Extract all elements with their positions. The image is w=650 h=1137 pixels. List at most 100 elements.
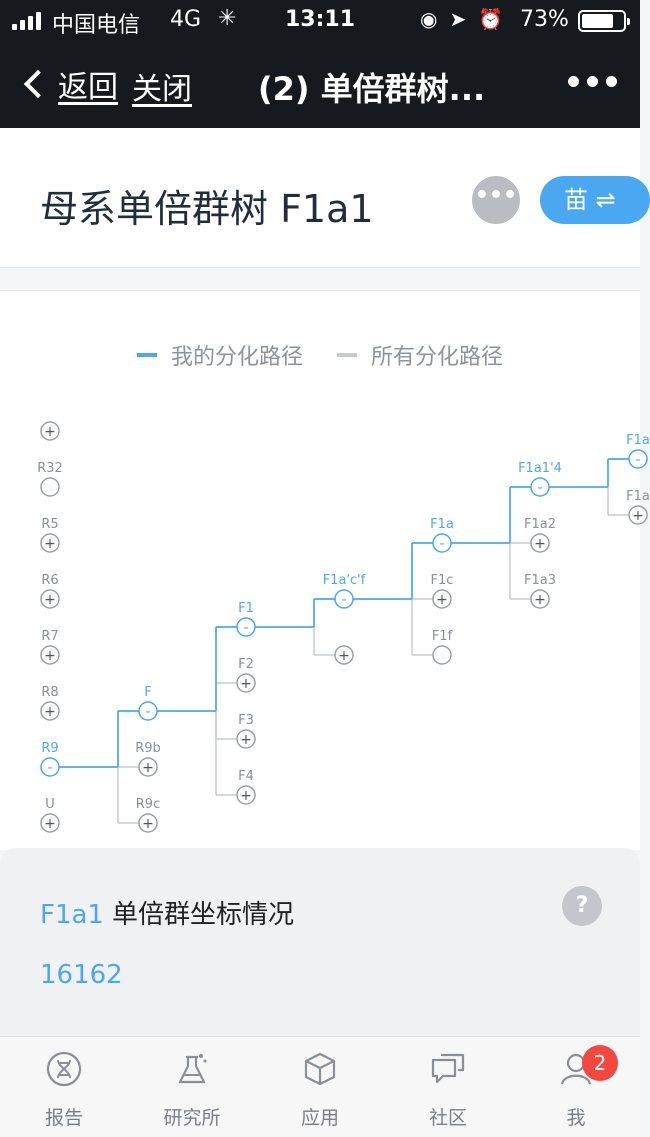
tab-institute[interactable]: 研究所: [128, 1037, 256, 1137]
alarm-icon: ⏰: [478, 7, 516, 31]
tree-node-f2[interactable]: +F2: [236, 657, 256, 693]
close-button[interactable]: 关闭: [132, 72, 192, 107]
tab-community[interactable]: 社区: [384, 1037, 512, 1137]
tree-node-circle: [40, 645, 60, 665]
tree-node-label: R5: [41, 517, 58, 532]
tree-node-toggle: -: [341, 592, 346, 608]
status-icons: ◉➤⏰: [420, 7, 515, 31]
status-bar: 中国电信 4G ✳ 13:11 ◉➤⏰ 73%: [0, 0, 640, 40]
dot-icon: [606, 76, 617, 87]
tree-node-f[interactable]: -F: [138, 685, 158, 721]
tree-node-label: R7: [41, 629, 58, 644]
tree-node-f4[interactable]: +F4: [236, 769, 256, 805]
tree-node-toggle: +: [534, 536, 546, 552]
tab-label: 报告: [44, 1107, 83, 1129]
tree-node-toggle: +: [44, 648, 56, 664]
tree-node-f3[interactable]: +F3: [236, 713, 256, 749]
back-button[interactable]: 返回: [22, 62, 118, 106]
tree-node-r9c[interactable]: +R9c: [136, 797, 160, 833]
tree-node-circle: [530, 477, 550, 497]
page-title: (2) 单倍群树...: [258, 70, 486, 108]
legend-swatch-mine: [136, 353, 157, 357]
tree-node-circle: [628, 505, 648, 525]
tree-node-top[interactable]: +: [40, 421, 60, 441]
tree-node-toggle: -: [537, 480, 542, 496]
legend-item-mine: 我的分化路径: [136, 339, 303, 371]
tree-node-r9[interactable]: -R9: [40, 741, 60, 777]
tab-label: 社区: [428, 1107, 467, 1129]
loading-icon: ✳: [218, 6, 237, 31]
notification-badge: 2: [582, 1045, 618, 1081]
tree-node-circle: [236, 673, 256, 693]
tree-node-circle: [334, 589, 354, 609]
tree-node-circle: [334, 645, 354, 665]
tree-node-r32[interactable]: R32: [37, 461, 63, 497]
tab-report[interactable]: 报告: [0, 1037, 128, 1137]
tree-node-circle: [628, 449, 648, 469]
tree-node-f1a[interactable]: - F1a: [430, 517, 454, 553]
more-options-button[interactable]: •••: [472, 176, 520, 224]
tree-node-label: R32: [37, 461, 63, 476]
tree-node-label: F2: [238, 657, 254, 672]
signal-icon: [12, 12, 41, 30]
tree-node-r8[interactable]: +R8: [40, 685, 60, 721]
tree-canvas: +R32+R5+R6+R7+R8-R9+U-F+R9b+R9c-F1+F2+F3…: [37, 421, 650, 833]
carrier-label: 中国电信: [52, 13, 141, 38]
tree-node-label: U: [45, 797, 55, 812]
tab-label: 应用: [300, 1107, 339, 1129]
tree-node-circle: [138, 757, 158, 777]
tree-node-label: F1a3: [524, 573, 556, 588]
tab-apps[interactable]: 应用: [256, 1037, 384, 1137]
tree-node-label: F1f: [432, 629, 453, 644]
tree-node-f1a4[interactable]: +F1a: [626, 489, 650, 525]
tree-node-f1f[interactable]: F1f: [432, 629, 453, 665]
legend-label-mine: 我的分化路径: [170, 345, 303, 370]
tree-node-circle: [236, 729, 256, 749]
tab-me[interactable]: 2 我: [512, 1037, 640, 1137]
tree-node-r9b[interactable]: +R9b: [135, 741, 161, 777]
tree-node-label: F4: [238, 769, 254, 784]
tree-node-circle: [432, 645, 452, 665]
tab-label: 研究所: [163, 1107, 221, 1129]
legend-label-all: 所有分化路径: [371, 345, 504, 370]
tree-node-label: F3: [238, 713, 254, 728]
tree-node-circle: [40, 701, 60, 721]
tree-node-f1a1[interactable]: -F1a: [626, 433, 650, 469]
tree-node-f1x[interactable]: +: [334, 645, 354, 665]
tree-node-label: F1a: [626, 433, 650, 448]
tree-node-u[interactable]: +U: [40, 797, 60, 833]
coordinate-heading-text: 单倍群坐标情况: [111, 900, 294, 930]
tree-node-r7[interactable]: + R7: [40, 629, 60, 665]
tree-node-toggle: +: [44, 704, 56, 720]
tree-node-circle: [530, 533, 550, 553]
tree-node-circle: [236, 785, 256, 805]
tree-node-label: F: [144, 685, 151, 700]
tree-node-toggle: +: [338, 648, 350, 664]
tree-node-f1c[interactable]: +F1c: [431, 573, 454, 609]
switch-button[interactable]: 苗 ⇌: [540, 176, 650, 224]
tree-node-r5[interactable]: +R5: [40, 517, 60, 553]
tree-node-label: F1a: [430, 517, 454, 532]
tree-node-circle: [138, 701, 158, 721]
dna-icon: [46, 1051, 82, 1087]
flask-icon: [178, 1054, 207, 1084]
nav-bar: 返回 关闭 (2) 单倍群树...: [0, 40, 640, 128]
tree-node-f1acf[interactable]: -F1a'c'f: [323, 573, 366, 609]
tree-node-toggle: -: [47, 760, 52, 776]
tree-node-r6[interactable]: +R6: [40, 573, 60, 609]
tree-node-toggle: -: [439, 536, 444, 552]
tree-node-f1a14[interactable]: -F1a1'4: [518, 461, 562, 497]
help-icon[interactable]: ?: [562, 886, 602, 926]
tree-node-circle: [40, 813, 60, 833]
cube-icon: [304, 1052, 336, 1086]
tree-node-f1a2[interactable]: +F1a2: [524, 517, 556, 553]
tree-node-f1a3[interactable]: +F1a3: [524, 573, 556, 609]
tree-node-toggle: -: [243, 620, 248, 636]
tree-node-f1[interactable]: -F1: [236, 601, 256, 637]
tree-node-toggle: +: [142, 816, 154, 832]
more-button[interactable]: [568, 76, 617, 87]
tree-node-toggle: +: [44, 424, 56, 440]
legend-swatch-all: [337, 353, 357, 357]
tab-bar: 报告 研究所 应用 社区 2 我: [0, 1036, 640, 1136]
